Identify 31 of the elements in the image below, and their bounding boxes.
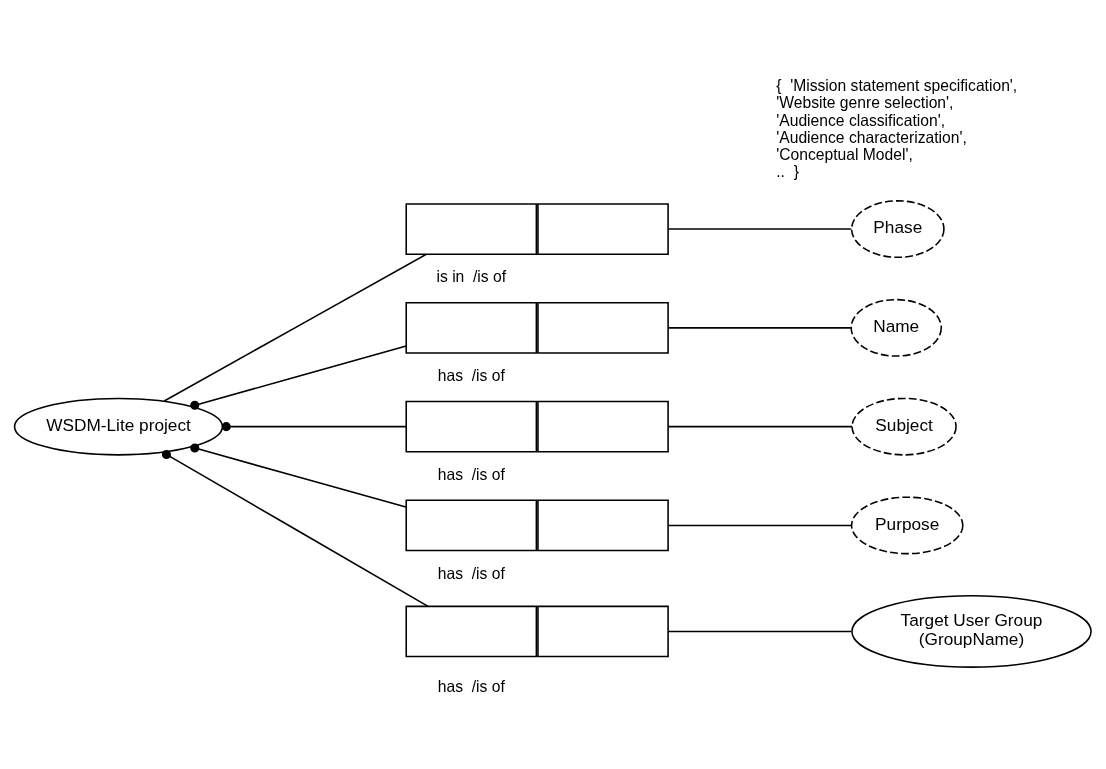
- node-box: [537, 400, 669, 453]
- node-box: [537, 499, 669, 552]
- node-box: [405, 302, 538, 354]
- node-label: has /is of: [437, 678, 505, 696]
- node-box: [537, 203, 669, 255]
- connector: [667, 630, 853, 633]
- node-label: has /is of: [437, 465, 505, 483]
- connector: [667, 425, 853, 428]
- connector: [667, 524, 852, 527]
- node-box: [405, 203, 538, 255]
- connector: [190, 443, 407, 508]
- node-ellipse: Phase: [850, 200, 945, 259]
- node-box: [405, 499, 538, 552]
- node-ellipse: Purpose: [850, 496, 964, 555]
- label: { 'Mission statement specification', 'Website genre selection', 'Audience classification', 'Audience characterization', 'Conceptual Model', .. }: [776, 77, 1018, 181]
- connector: [667, 327, 852, 329]
- connector: [161, 449, 429, 608]
- node-label: has /is of: [437, 367, 505, 385]
- node-box: [537, 605, 669, 658]
- connector: [163, 253, 427, 402]
- node-box: [405, 605, 538, 658]
- connector: [190, 345, 407, 410]
- node-ellipse: Subject: [851, 397, 957, 456]
- node-box: [405, 400, 538, 453]
- node-ellipse: Target User Group (GroupName): [851, 594, 1092, 668]
- node-ellipse: Name: [850, 298, 943, 357]
- node-label: is in /is of: [436, 268, 507, 286]
- connector: [221, 422, 407, 432]
- node-box: [537, 302, 669, 354]
- node-label: has /is of: [437, 564, 505, 582]
- connector: [667, 228, 853, 230]
